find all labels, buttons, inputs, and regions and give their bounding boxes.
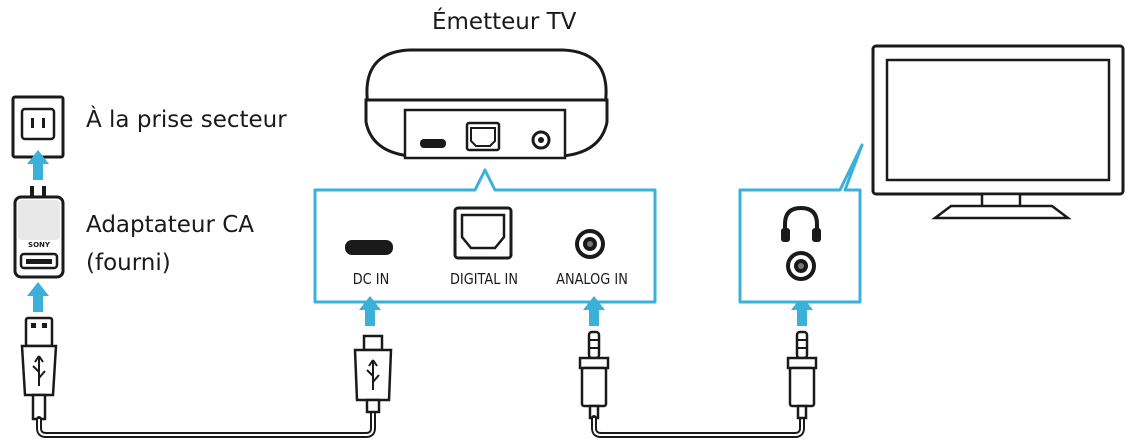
tv-icon: [871, 44, 1125, 220]
wall-outlet-icon: [11, 95, 65, 159]
dc-in-label: DC IN: [352, 270, 390, 288]
digital-in-label: DIGITAL IN: [450, 270, 518, 288]
dc-in-port-icon: [345, 240, 393, 255]
headphone-icon: [781, 205, 821, 242]
tv-callout-panel: [738, 143, 864, 304]
tv-transmitter-device: [364, 48, 609, 160]
ac-adapter-label: Adaptateur CA: [86, 212, 255, 238]
usb-a-plug-icon: [20, 316, 58, 421]
analog-in-label: ANALOG IN: [556, 270, 628, 288]
transmitter-title: Émetteur TV: [432, 9, 577, 35]
micro-usb-plug-icon: [353, 334, 393, 414]
audio-plug-icon: [578, 330, 610, 420]
tv-headphone-jack-icon: [786, 251, 816, 281]
ac-adapter-icon: [13, 186, 65, 279]
audio-cable: [591, 415, 805, 438]
audio-plug-icon: [786, 330, 818, 420]
usb-cable: [36, 407, 376, 438]
sony-brand-text: SONY: [28, 241, 51, 249]
wall-outlet-label: À la prise secteur: [86, 107, 287, 133]
arrow-up-icon: [27, 282, 49, 312]
ac-adapter-note: (fourni): [86, 250, 171, 276]
analog-in-jack-icon: [575, 229, 605, 259]
digital-in-optical-port-icon: [453, 206, 513, 260]
